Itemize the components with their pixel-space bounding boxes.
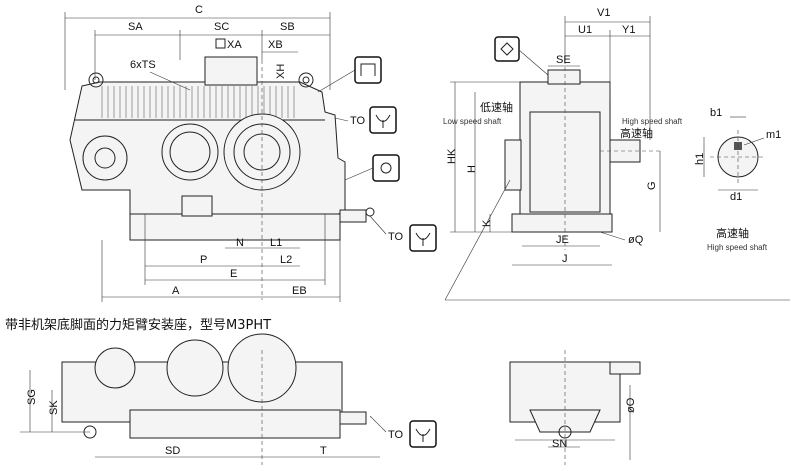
drain-symbol-2	[409, 420, 437, 448]
label-TO-3: TO	[388, 429, 404, 441]
torque-arm-base	[129, 213, 341, 241]
drain-symbol-1	[409, 224, 437, 252]
lifting-eye-left	[88, 72, 104, 88]
dim-XB: XB	[268, 39, 283, 51]
oil-drain-fitting	[339, 209, 367, 223]
dim-EB: EB	[292, 285, 307, 297]
lifting-eye-right	[298, 72, 314, 88]
dim-SG: SG	[26, 389, 38, 405]
gearbox-side-view: C SA SC SB XA XB XH 6xTS N L1 P L2	[64, 4, 437, 302]
dim-G: G	[646, 181, 658, 190]
shaft-section: b1 m1 h1 d1 高速轴 High speed shaft	[694, 107, 781, 252]
dim-N: N	[236, 237, 244, 249]
dim-SN: SN	[552, 438, 567, 450]
dim-h1: h1	[694, 153, 706, 165]
dim-A: A	[172, 285, 180, 297]
breather-symbol	[372, 154, 400, 182]
label-6xTS: 6xTS	[130, 59, 156, 71]
label-TO-1: TO	[350, 115, 366, 127]
dim-XH: XH	[275, 64, 287, 79]
label-low-speed-en: Low speed shaft	[443, 117, 502, 126]
dim-Y1: Y1	[622, 24, 635, 36]
dim-P: P	[200, 254, 207, 266]
dim-m1: m1	[766, 129, 781, 141]
dim-SB: SB	[280, 21, 295, 33]
dim-U1: U1	[578, 24, 592, 36]
dim-C: C	[195, 4, 203, 16]
oil-level-symbol	[369, 106, 397, 134]
label-high-speed-en: High speed shaft	[622, 117, 683, 126]
label-TO-2: TO	[388, 231, 404, 243]
dim-d1: d1	[730, 191, 742, 203]
dim-HK: HK	[446, 148, 458, 164]
label-high-speed-cn-2: 高速轴	[716, 226, 749, 240]
bottom-dimensions: N L1 P L2 E A EB	[101, 237, 341, 302]
dim-b1: b1	[710, 107, 722, 119]
vent-symbol	[494, 36, 520, 62]
top-dimensions: C SA SC SB XA XB XH 6xTS	[64, 4, 331, 91]
bottom-front-view: SN øO	[509, 350, 641, 465]
dim-XA: XA	[227, 39, 242, 51]
caption-text: 带非机架底脚面的力矩臂安装座，型号M3PHT	[5, 317, 271, 333]
dim-SK: SK	[48, 400, 60, 415]
dim-H: H	[466, 165, 478, 173]
dim-SA: SA	[128, 21, 143, 33]
dim-L2: L2	[280, 254, 292, 266]
dim-JE: JE	[556, 234, 569, 246]
cooling-ribs	[101, 86, 295, 118]
inspection-cover	[204, 56, 258, 86]
dim-Q: øQ	[628, 234, 644, 246]
gearbox-front-view: G V1 U1 Y1 SE HK H K JE J øQ 低速轴 Low spe…	[443, 7, 790, 301]
dim-E: E	[230, 268, 237, 280]
dim-T: T	[320, 445, 327, 457]
oil-fill-symbol	[354, 56, 382, 84]
dim-O: øO	[625, 397, 637, 413]
dim-J: J	[562, 253, 568, 265]
label-high-speed-en-2: High speed shaft	[707, 243, 768, 252]
bottom-side-view: SG SK SD T TO	[20, 333, 437, 465]
dim-L1: L1	[270, 237, 282, 249]
dim-SD: SD	[165, 445, 180, 457]
label-high-speed-cn: 高速轴	[620, 126, 653, 140]
dim-V1: V1	[597, 7, 610, 19]
dim-SE: SE	[556, 54, 571, 66]
dim-SC: SC	[214, 21, 229, 33]
boss-small	[82, 135, 128, 181]
label-low-speed-cn: 低速轴	[480, 100, 513, 114]
